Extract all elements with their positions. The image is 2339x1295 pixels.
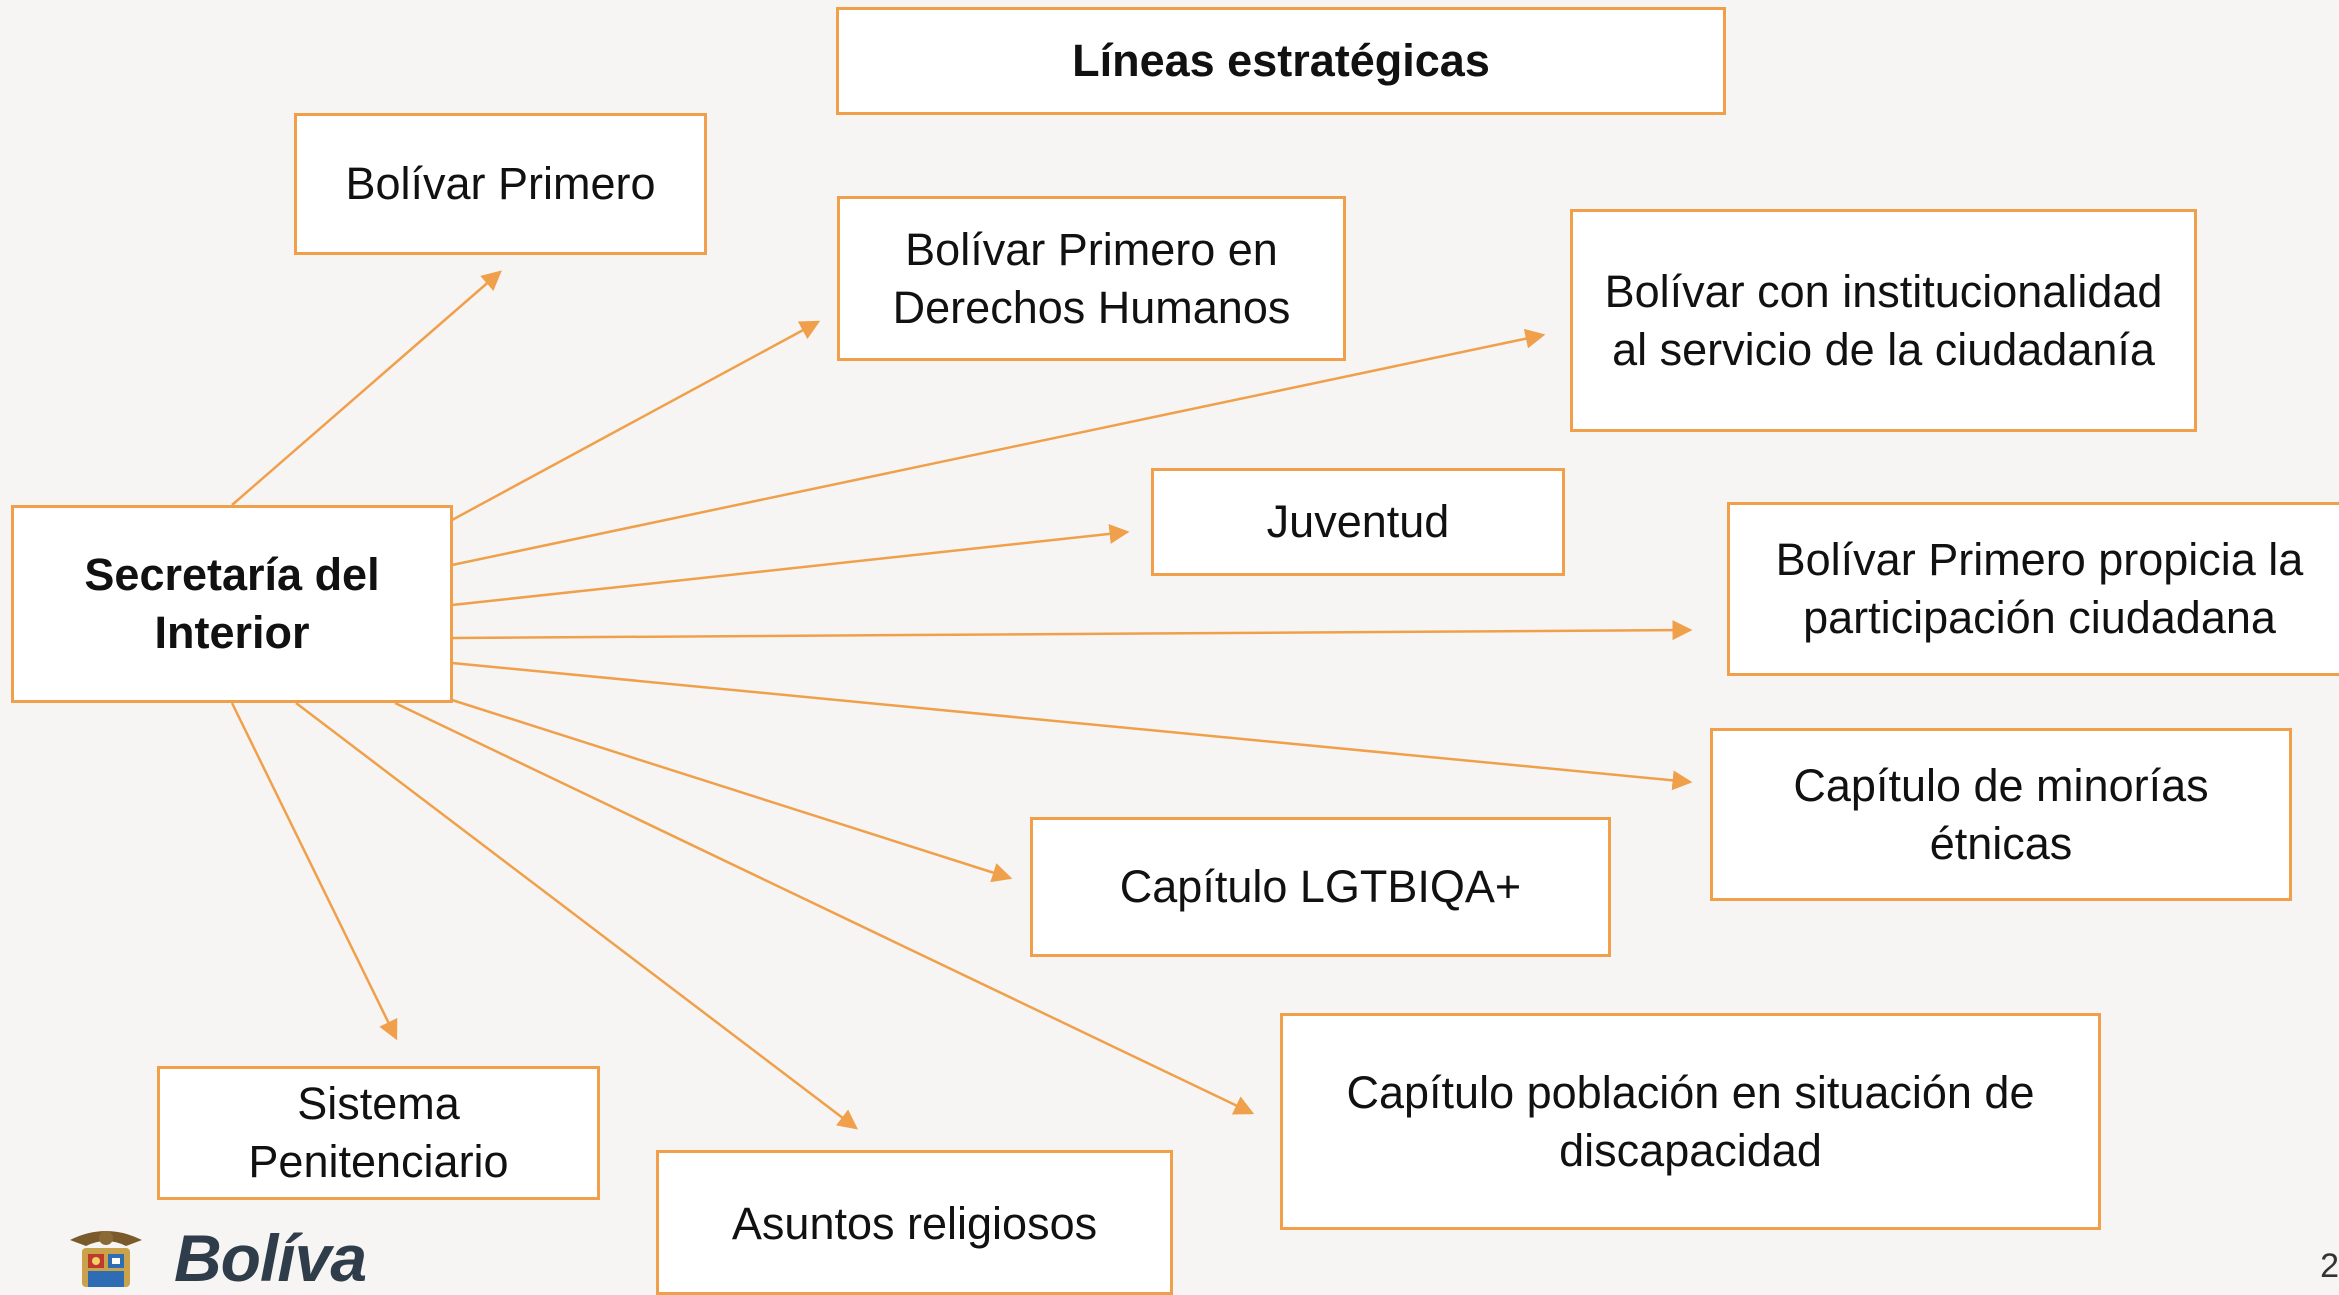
arrow-to-religiosos <box>295 702 858 1130</box>
arrow-to-participacion <box>451 620 1693 641</box>
node-bolivar-primero: Bolívar Primero <box>294 113 707 255</box>
arrow-to-lgtbiqa <box>451 698 1013 883</box>
node-lgtbiqa: Capítulo LGTBIQA+ <box>1030 817 1611 957</box>
logo-wordmark: Bolívar <box>174 1228 366 1287</box>
arrow-to-minorias <box>451 661 1693 791</box>
node-discapacidad: Capítulo población en situación de disca… <box>1280 1013 2101 1230</box>
arrow-to-bolivar-primero <box>231 270 502 506</box>
node-juventud: Juventud <box>1151 468 1565 576</box>
node-religiosos: Asuntos religiosos <box>656 1150 1173 1295</box>
arrow-to-discapacidad <box>394 701 1255 1115</box>
node-penitenciario: Sistema Penitenciario <box>157 1066 600 1200</box>
page-number: 2 <box>2320 1247 2339 1285</box>
arrow-to-institucionalidad <box>451 328 1546 567</box>
node-institucionalidad: Bolívar con institucionalidad al servici… <box>1570 209 2197 432</box>
node-minorias: Capítulo de minorías étnicas <box>1710 728 2292 901</box>
node-participacion: Bolívar Primero propicia la participació… <box>1727 502 2339 676</box>
center-node-secretaria: Secretaría del Interior <box>11 505 453 703</box>
arrow-to-derechos-humanos <box>451 320 821 522</box>
arrow-to-juventud <box>451 523 1130 607</box>
coat-of-arms-icon <box>70 1231 142 1287</box>
node-derechos-humanos: Bolívar Primero en Derechos Humanos <box>837 196 1346 361</box>
diagram-title: Líneas estratégicas <box>836 7 1726 115</box>
gobernacion-bolivar-logo: Bolívar <box>66 1228 366 1287</box>
arrow-to-penitenciario <box>230 702 398 1041</box>
